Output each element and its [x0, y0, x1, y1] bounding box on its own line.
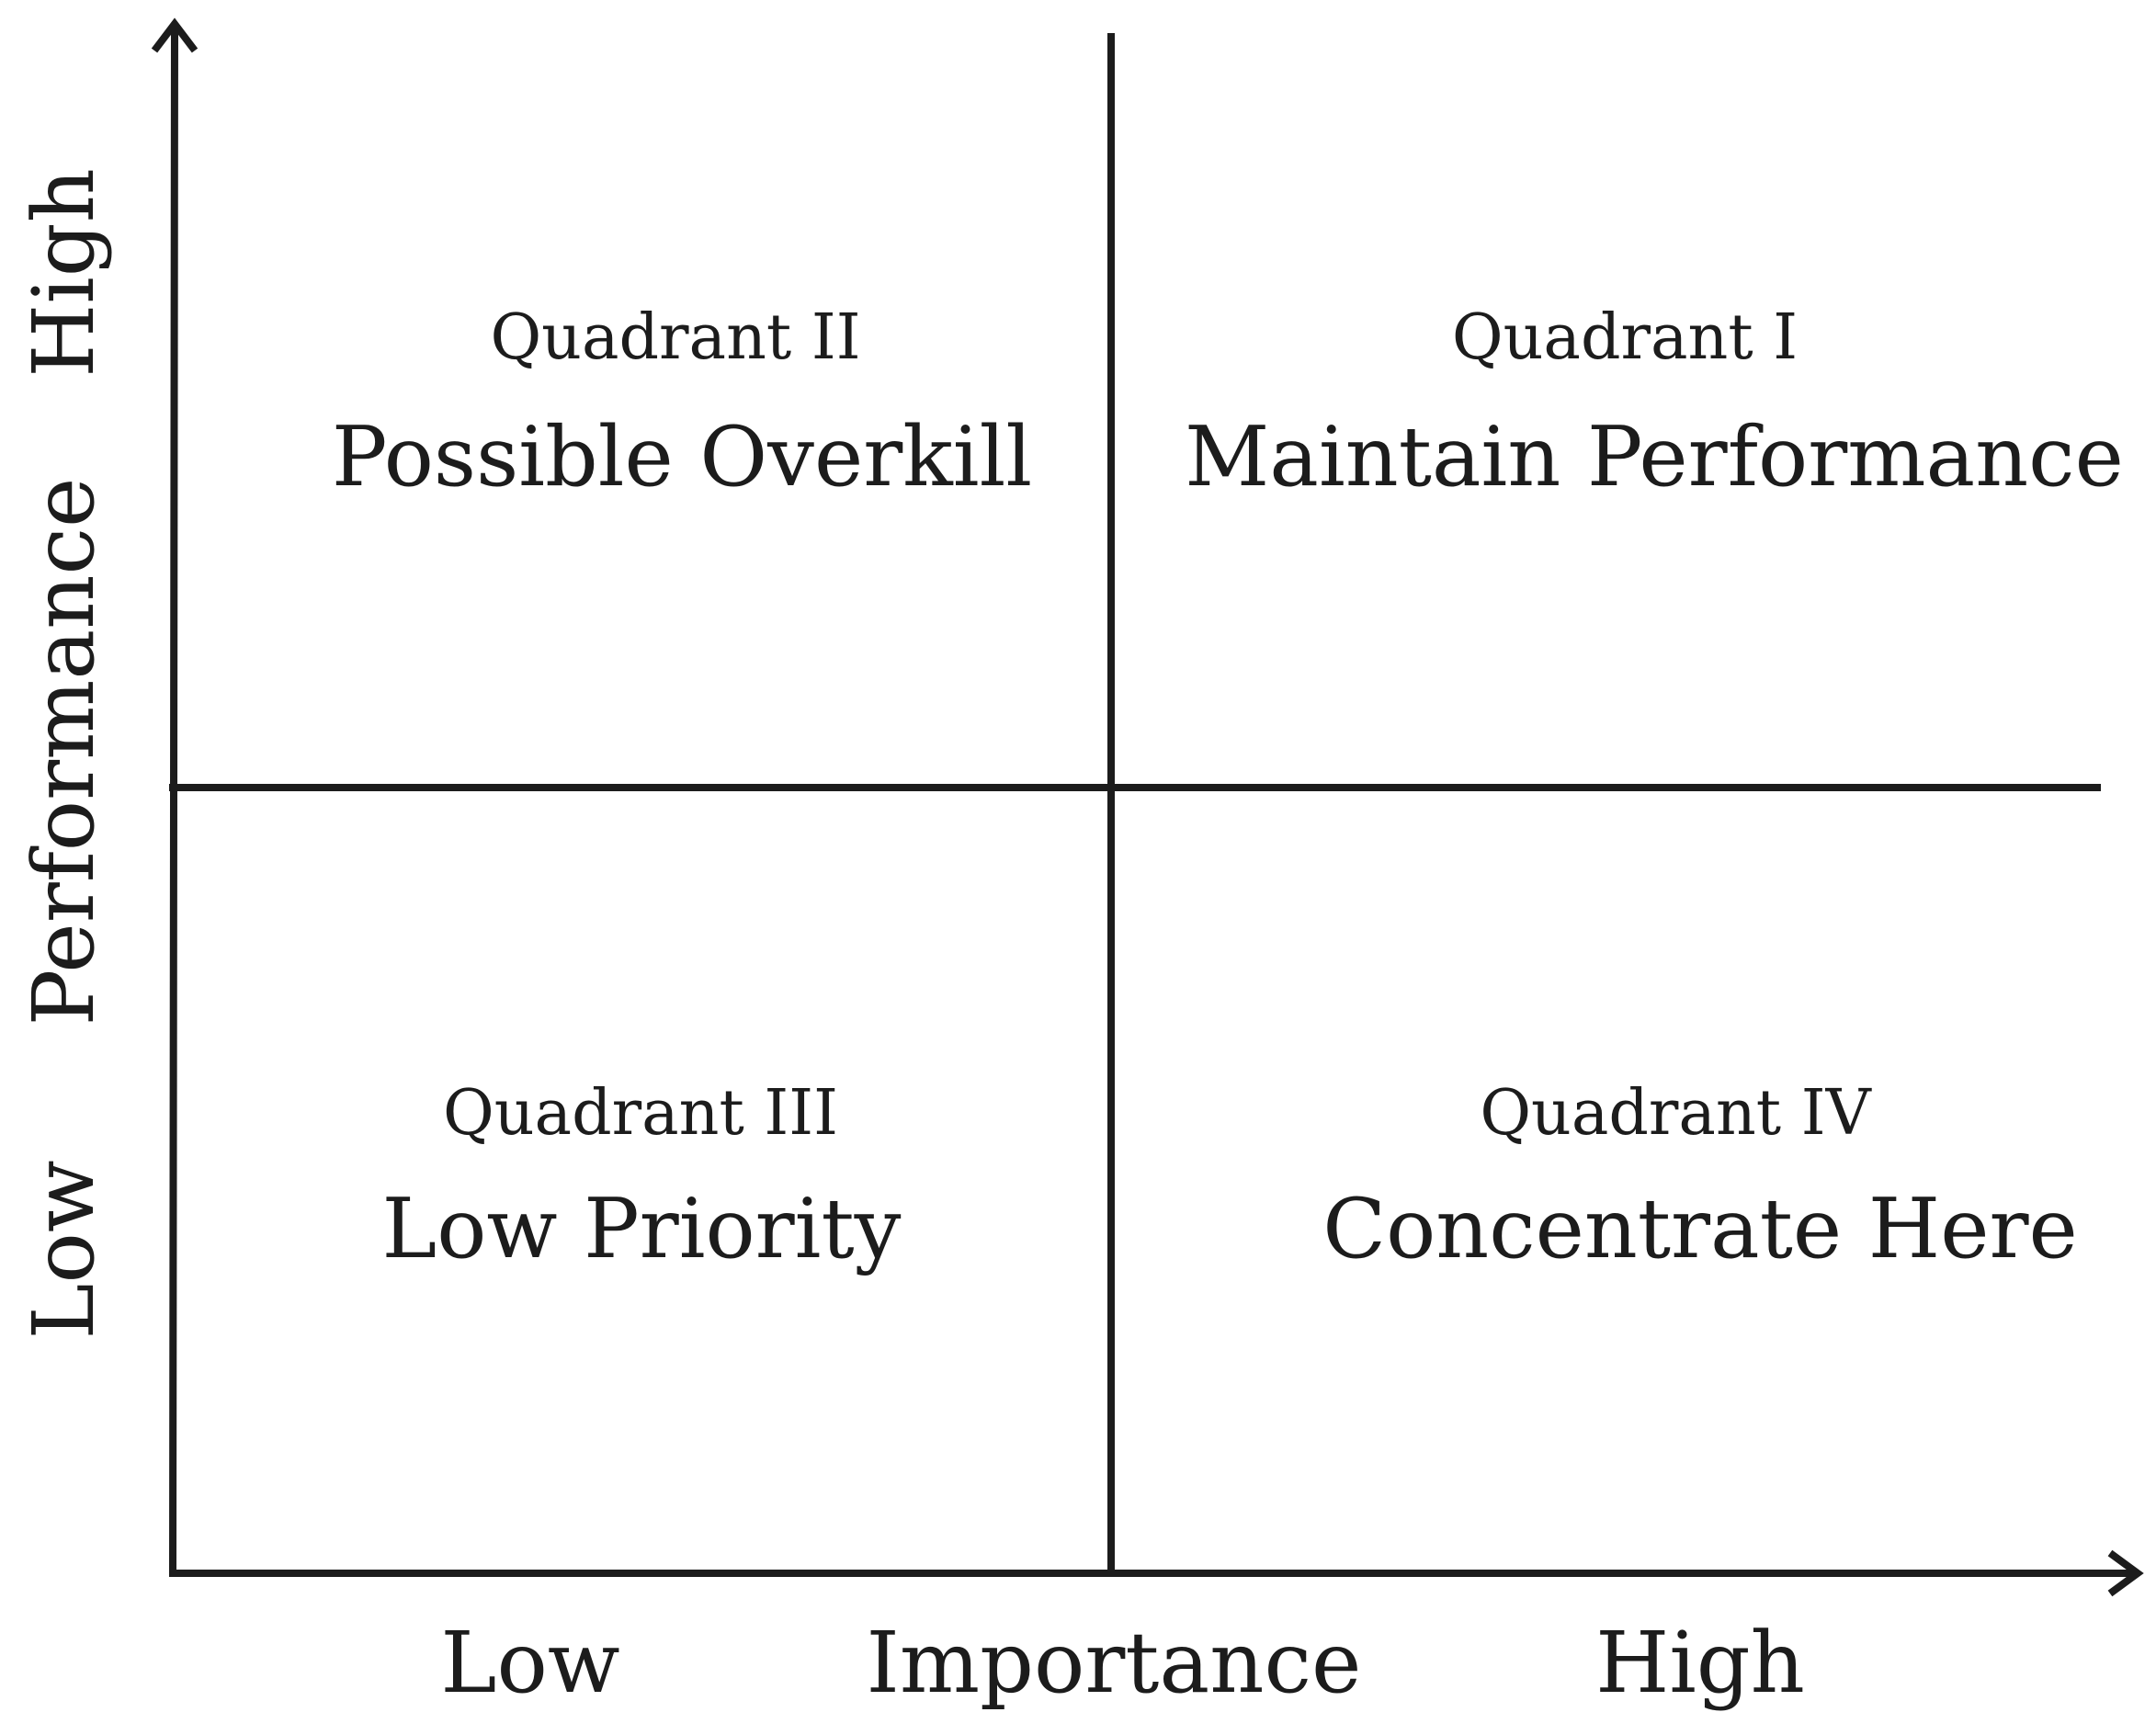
quadrant-ii-number: Quadrant II [490, 301, 861, 374]
x-axis-high-label: High [1595, 1614, 1805, 1712]
x-axis-low-label: Low [440, 1614, 620, 1712]
y-axis-line [168, 23, 179, 1578]
y-axis-title: Performance [15, 477, 113, 1026]
quadrant-i-title: Maintain Performance [1185, 409, 2124, 505]
y-axis-high-label: High [15, 168, 113, 378]
y-axis-low-label: Low [15, 1160, 113, 1340]
quadrant-iv-title: Concentrate Here [1322, 1181, 2078, 1277]
quadrant-ii-title: Possible Overkill [331, 409, 1033, 505]
quadrant-iii-title: Low Priority [381, 1181, 902, 1277]
x-axis-title: Importance [866, 1614, 1362, 1712]
quadrant-iii-number: Quadrant III [443, 1077, 838, 1150]
x-axis-arrow-head [2107, 1549, 2144, 1597]
quadrant-i-number: Quadrant I [1451, 301, 1799, 374]
quadrant-iv-number: Quadrant IV [1480, 1077, 1871, 1150]
y-axis-arrow-head [151, 17, 199, 53]
